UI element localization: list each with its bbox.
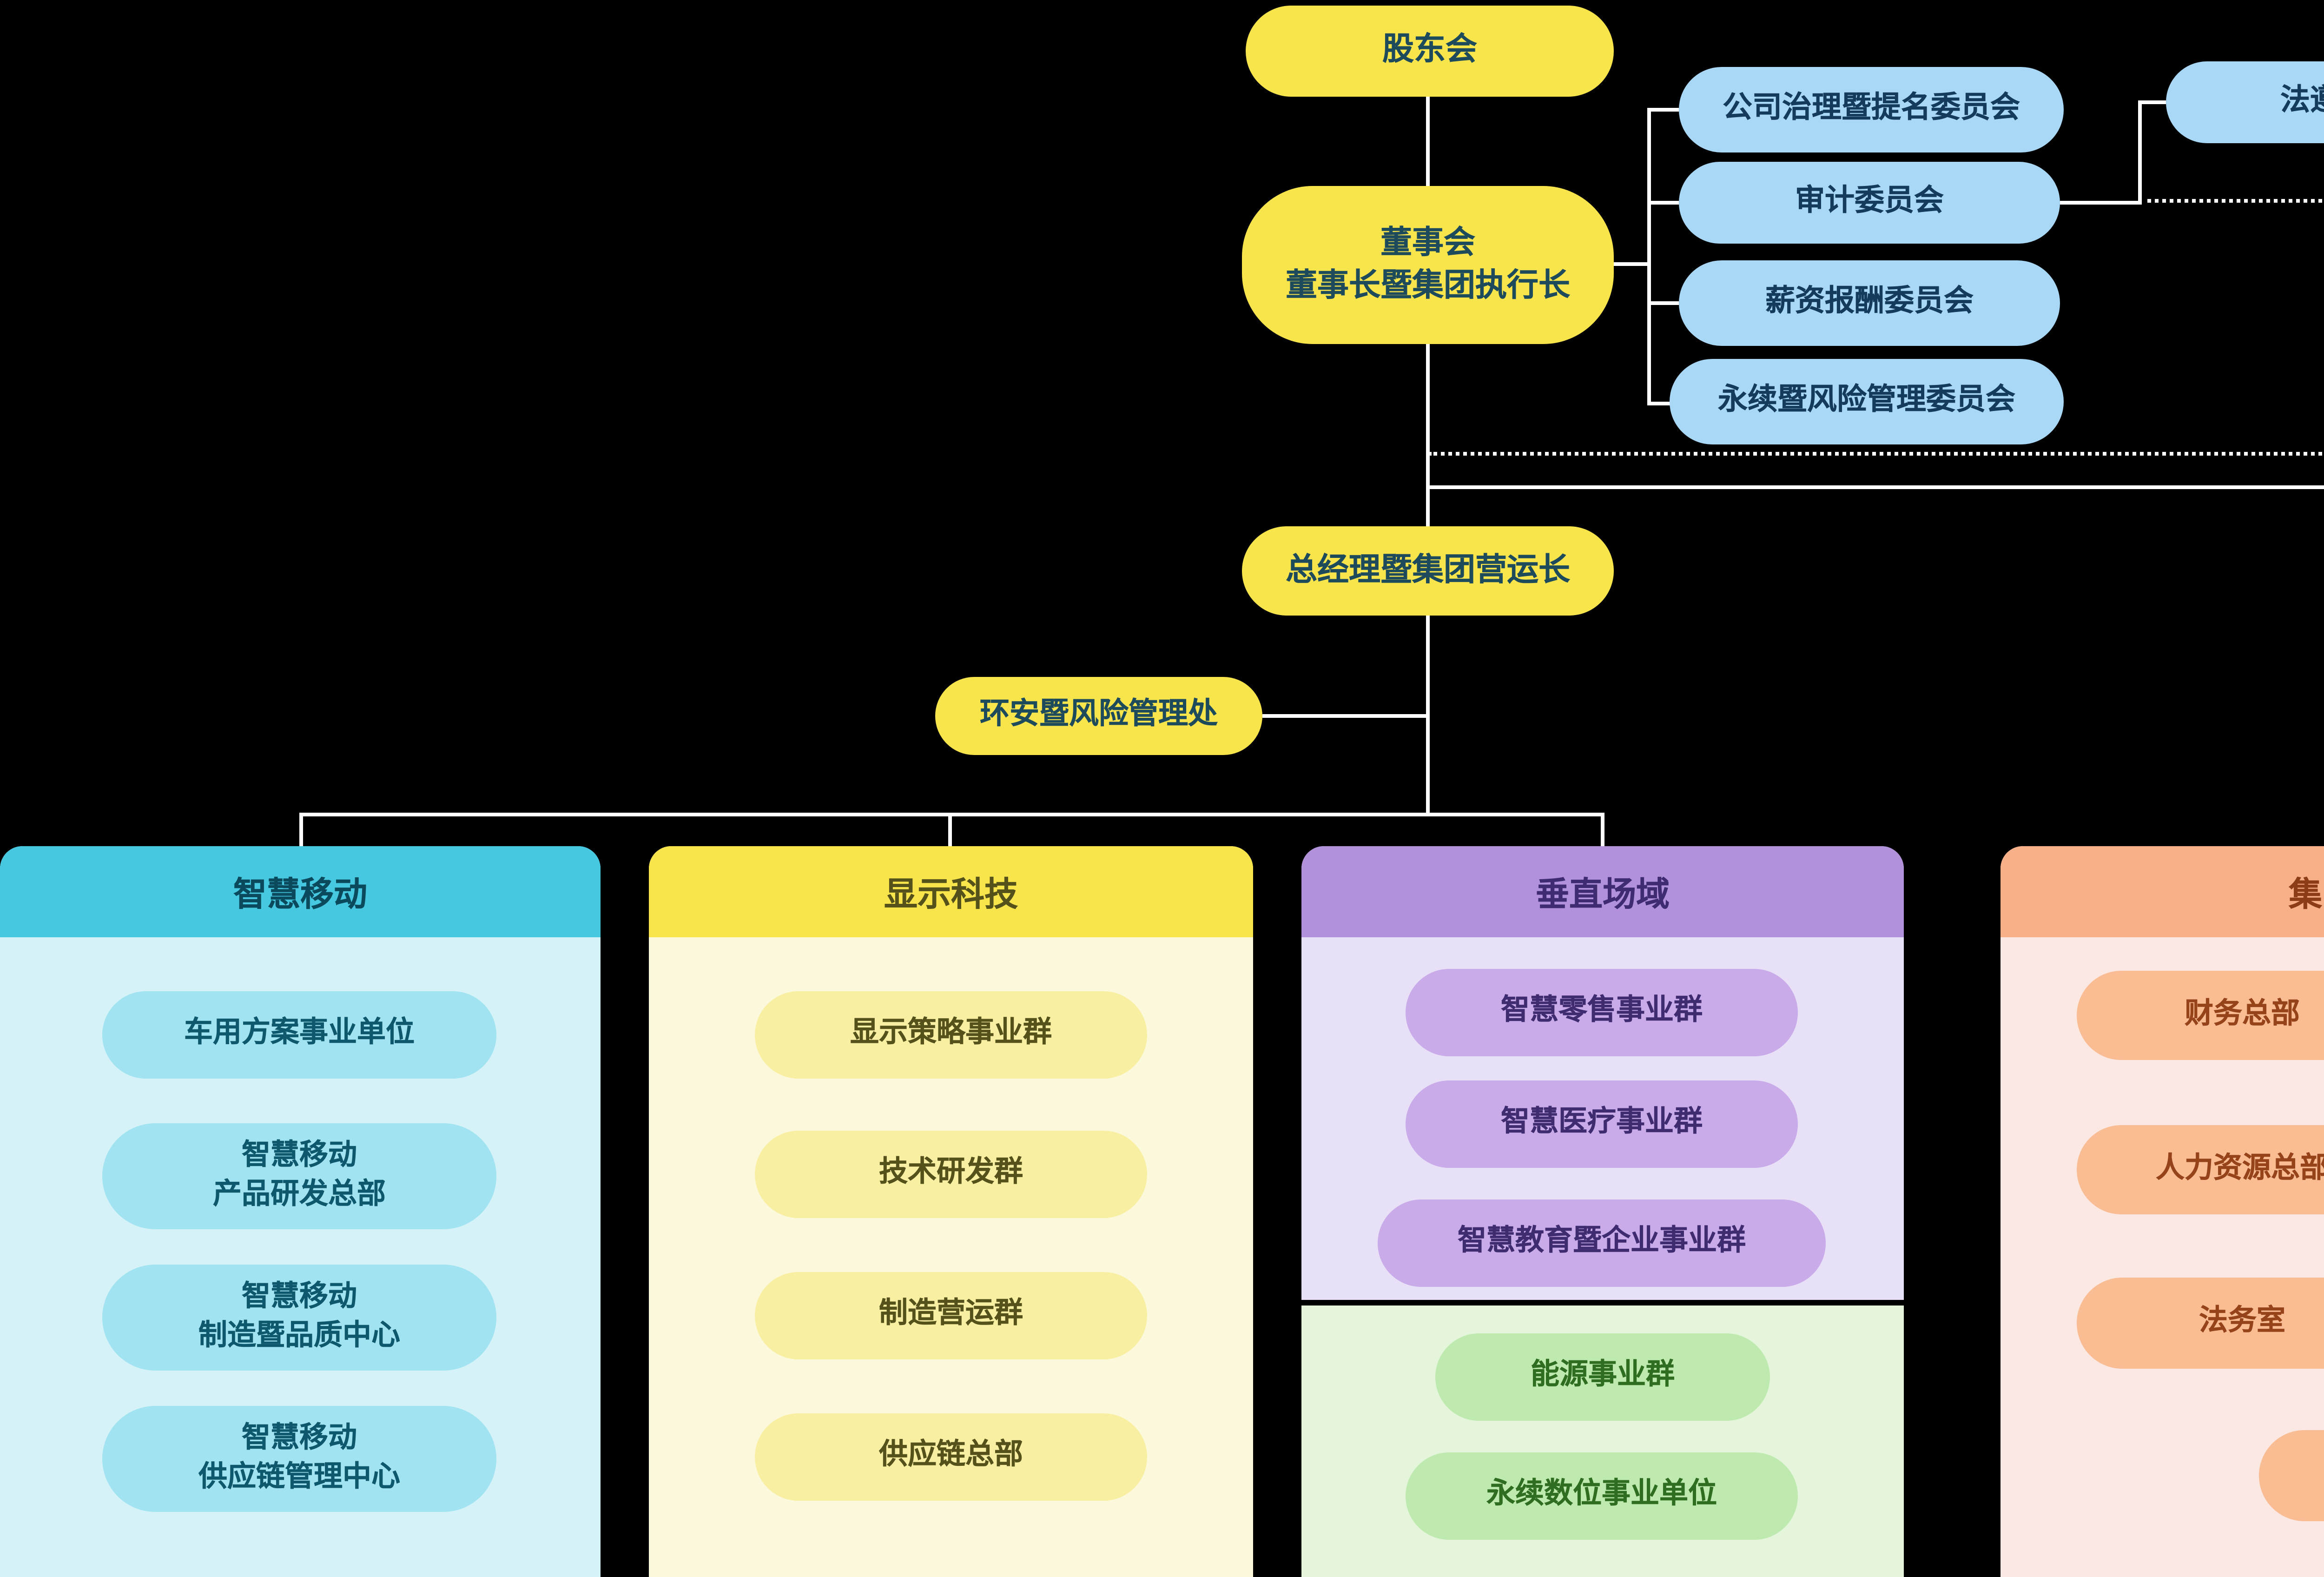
- connector-board-support-h: [1426, 485, 2324, 489]
- unit-display-strategy: 显示策略事业群: [755, 991, 1147, 1079]
- unit-mobility-supply-chain: 智慧移动 供应链管理中心: [102, 1406, 496, 1512]
- division-header-vertical-domains: 垂直场域: [1301, 846, 1904, 937]
- node-committee-compensation: 薪资报酬委员会: [1679, 260, 2060, 346]
- unit-automotive-solutions: 车用方案事业单位: [102, 991, 496, 1079]
- connector-divisions-h: [299, 813, 1604, 816]
- unit-smart-retail: 智慧零售事业群: [1406, 969, 1798, 1056]
- dotted-compliance-board: [1428, 452, 2324, 456]
- connector-committee-bracket: [1647, 108, 1651, 405]
- node-committee-sustainability-risk: 永续暨风险管理委员会: [1670, 359, 2064, 444]
- division-group-support: 集团营运支援单位 财务总部 数位技术发展总部 人力资源总部 永续发展总部 法务室…: [2000, 846, 2324, 1577]
- connector-compliance-stub: [2138, 100, 2166, 104]
- node-board: 董事会 董事长暨集团执行长: [1242, 186, 1614, 344]
- unit-technology-rd: 技术研发群: [755, 1131, 1147, 1218]
- division-header-display-technology: 显示科技: [649, 846, 1253, 937]
- connector-committee-stub-3: [1647, 301, 1679, 305]
- unit-smart-medical: 智慧医疗事业群: [1406, 1080, 1798, 1168]
- division-vertical-domains: 垂直场域 智慧零售事业群 智慧医疗事业群 智慧教育暨企业事业群: [1301, 846, 1904, 1300]
- connector-board-ceo: [1426, 344, 1430, 526]
- connector-audit-compliance-v: [2138, 100, 2142, 205]
- connector-ehs-ceo: [1262, 714, 1428, 718]
- unit-legal-office: 法务室: [2077, 1278, 2324, 1369]
- node-committee-audit: 审计委员会: [1679, 162, 2060, 244]
- unit-smart-education-enterprise: 智慧教育暨企业事业群: [1378, 1199, 1826, 1287]
- connector-shareholders-board: [1426, 97, 1430, 186]
- dotted-audit-right: [2138, 199, 2324, 203]
- unit-internal-audit: 稽核管理处: [2259, 1430, 2324, 1521]
- connector-committee-stub-4: [1647, 402, 1679, 405]
- unit-finance-hq: 财务总部: [2077, 971, 2324, 1060]
- connector-committee-stub-2: [1647, 201, 1679, 205]
- node-compliance-counsel: 法遵总顾问: [2166, 61, 2324, 143]
- node-shareholders: 股东会: [1246, 6, 1614, 97]
- unit-sustainable-digital: 永续数位事业单位: [1406, 1452, 1798, 1540]
- unit-manufacturing-operations: 制造营运群: [755, 1272, 1147, 1359]
- unit-human-resources-hq: 人力资源总部: [2077, 1125, 2324, 1214]
- unit-energy: 能源事业群: [1435, 1333, 1770, 1421]
- node-committee-governance: 公司治理暨提名委员会: [1679, 67, 2064, 152]
- division-header-group-support: 集团营运支援单位: [2000, 846, 2324, 937]
- connector-audit-compliance-h: [2060, 201, 2138, 205]
- unit-supply-chain-hq: 供应链总部: [755, 1413, 1147, 1501]
- unit-mobility-mfg-quality: 智慧移动 制造暨品质中心: [102, 1265, 496, 1371]
- connector-division-1-drop: [299, 813, 303, 846]
- connector-division-2-drop: [948, 813, 952, 846]
- division-display-technology: 显示科技 显示策略事业群 技术研发群 制造营运群 供应链总部: [649, 846, 1253, 1577]
- node-ceo: 总经理暨集团营运长: [1242, 526, 1614, 616]
- unit-mobility-product-rd: 智慧移动 产品研发总部: [102, 1123, 496, 1229]
- division-smart-mobility: 智慧移动 车用方案事业单位 智慧移动 产品研发总部 智慧移动 制造暨品质中心 智…: [0, 846, 601, 1577]
- connector-ceo-down: [1426, 616, 1430, 815]
- node-ehs-office: 环安暨风险管理处: [935, 677, 1262, 755]
- connector-division-3-drop: [1601, 813, 1604, 846]
- connector-board-bracket: [1614, 262, 1651, 266]
- connector-committee-stub-1: [1647, 108, 1679, 112]
- division-energy-sustainability: 能源事业群 永续数位事业单位: [1301, 1305, 1904, 1577]
- division-header-smart-mobility: 智慧移动: [0, 846, 601, 937]
